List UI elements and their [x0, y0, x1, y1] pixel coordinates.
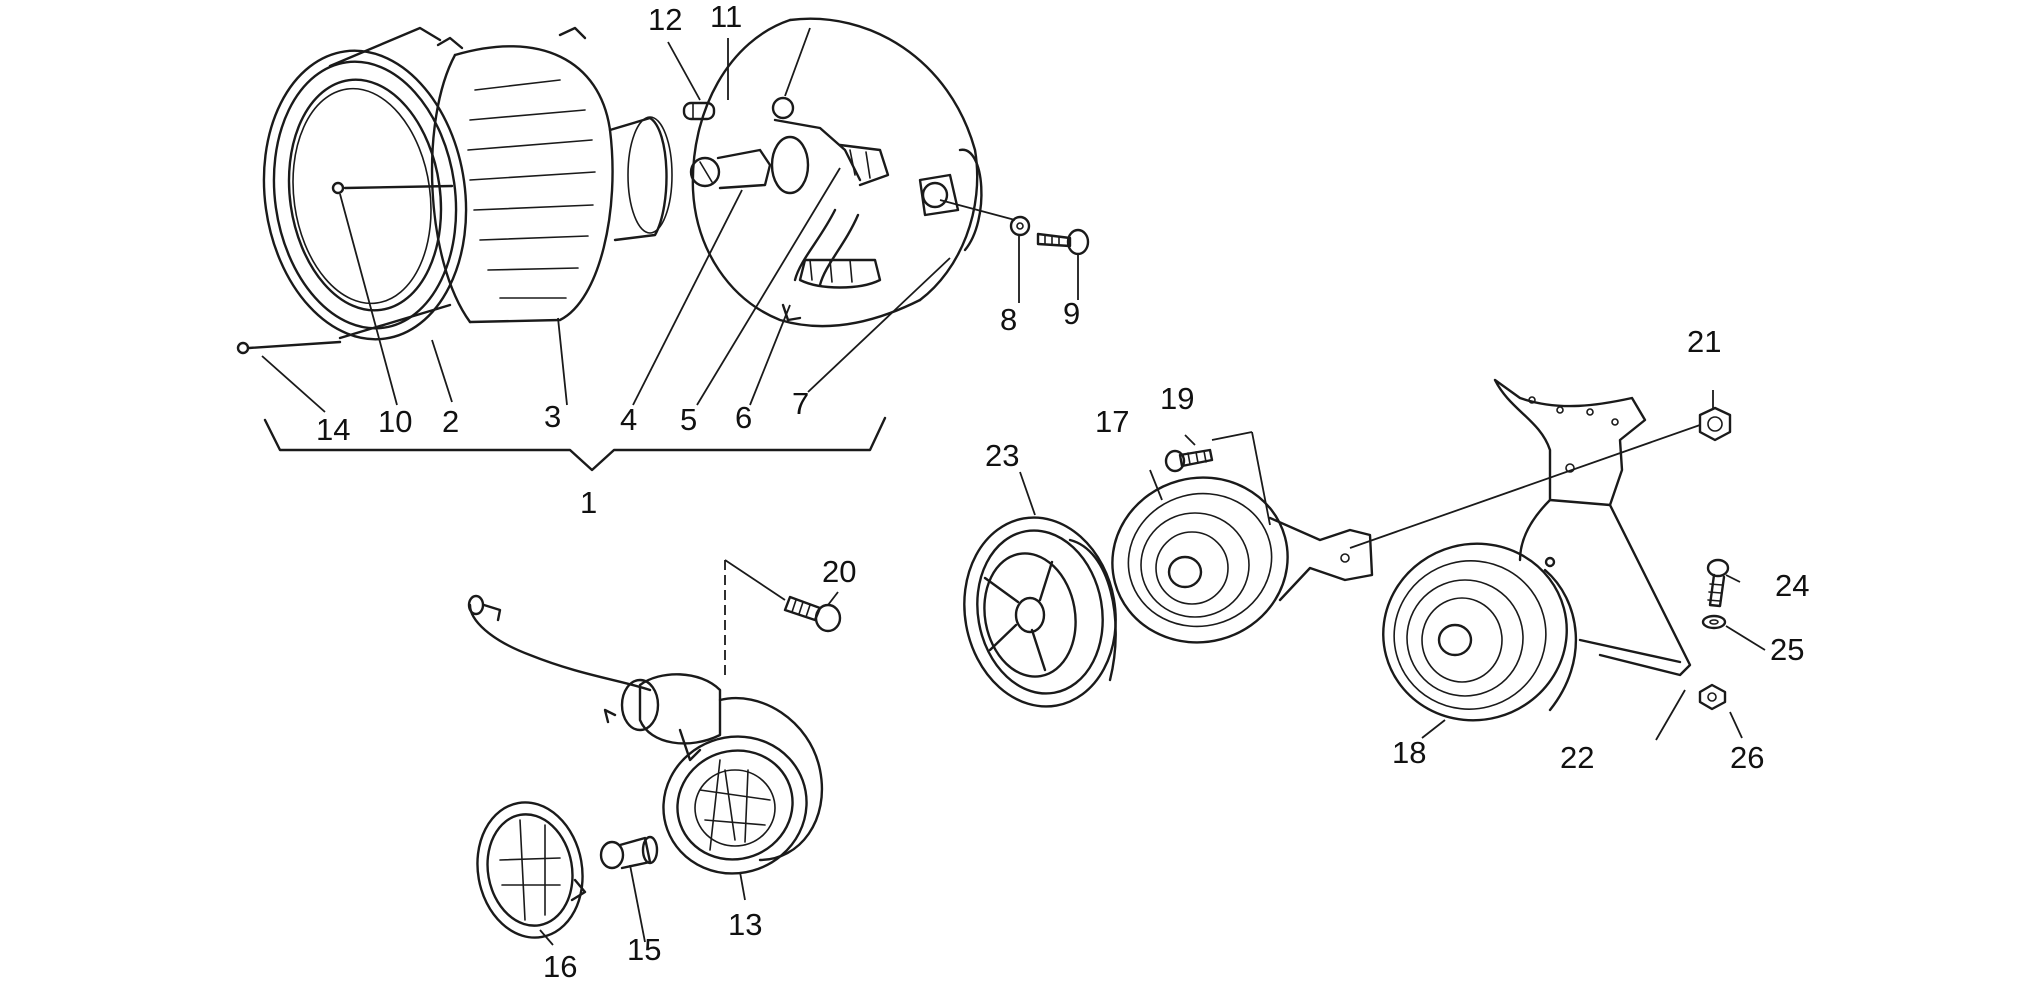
leader-lines-headlight: [261, 27, 1079, 472]
horn-rear: [1382, 542, 1682, 722]
callout-10: 10: [378, 404, 412, 439]
callout-13: 13: [728, 907, 762, 942]
lamp-socket: [771, 96, 890, 187]
signal-bulb: [599, 835, 659, 870]
callout-1: 1: [580, 485, 597, 520]
horn-bracket: [1493, 378, 1692, 677]
callout-20: 20: [822, 554, 856, 589]
horn-cover: [963, 516, 1117, 708]
callout-25: 25: [1770, 632, 1804, 667]
callout-18: 18: [1392, 735, 1426, 770]
callout-26: 26: [1730, 740, 1764, 775]
callout-19: 19: [1160, 381, 1194, 416]
bulb-filament-pin: [331, 181, 454, 195]
horn-front: [1111, 476, 1374, 644]
parking-bulb: [682, 101, 716, 121]
bracket-washer: [1701, 614, 1727, 630]
headlight-shell: [691, 17, 983, 328]
callout-8: 8: [1000, 302, 1017, 337]
callout-6: 6: [735, 400, 752, 435]
headlight-rim: [262, 26, 468, 341]
callout-5: 5: [680, 402, 697, 437]
callout-2: 2: [442, 404, 459, 439]
callout-14: 14: [316, 412, 350, 447]
callout-24: 24: [1775, 568, 1809, 603]
headlight-bulb: [689, 135, 810, 195]
bracket-screw: [1706, 558, 1730, 608]
callout-16: 16: [543, 949, 577, 981]
callout-3: 3: [544, 399, 561, 434]
callout-4: 4: [620, 402, 637, 437]
leader-lines-signal: [539, 591, 839, 946]
callout-15: 15: [627, 932, 661, 967]
bracket-nut: [1698, 406, 1732, 442]
callout-7: 7: [792, 386, 809, 421]
leader-lines-horn: [1019, 390, 1766, 741]
callout-21: 21: [1687, 324, 1721, 359]
rim-screw: [236, 340, 342, 355]
shell-bolt: [1036, 228, 1090, 256]
shell-washer: [1009, 215, 1031, 237]
headlight-lens: [430, 26, 673, 324]
signal-lens: [476, 801, 587, 939]
callout-9: 9: [1063, 296, 1080, 331]
callout-11: 11: [710, 0, 742, 34]
callout-23: 23: [985, 438, 1019, 473]
bracket-lower-nut: [1698, 683, 1727, 711]
signal-wire: [467, 594, 652, 692]
callout-17: 17: [1095, 404, 1129, 439]
horn-bolt: [1164, 448, 1214, 473]
callout-22: 22: [1560, 740, 1594, 775]
callout-12: 12: [648, 2, 682, 37]
signal-housing: [603, 673, 824, 875]
